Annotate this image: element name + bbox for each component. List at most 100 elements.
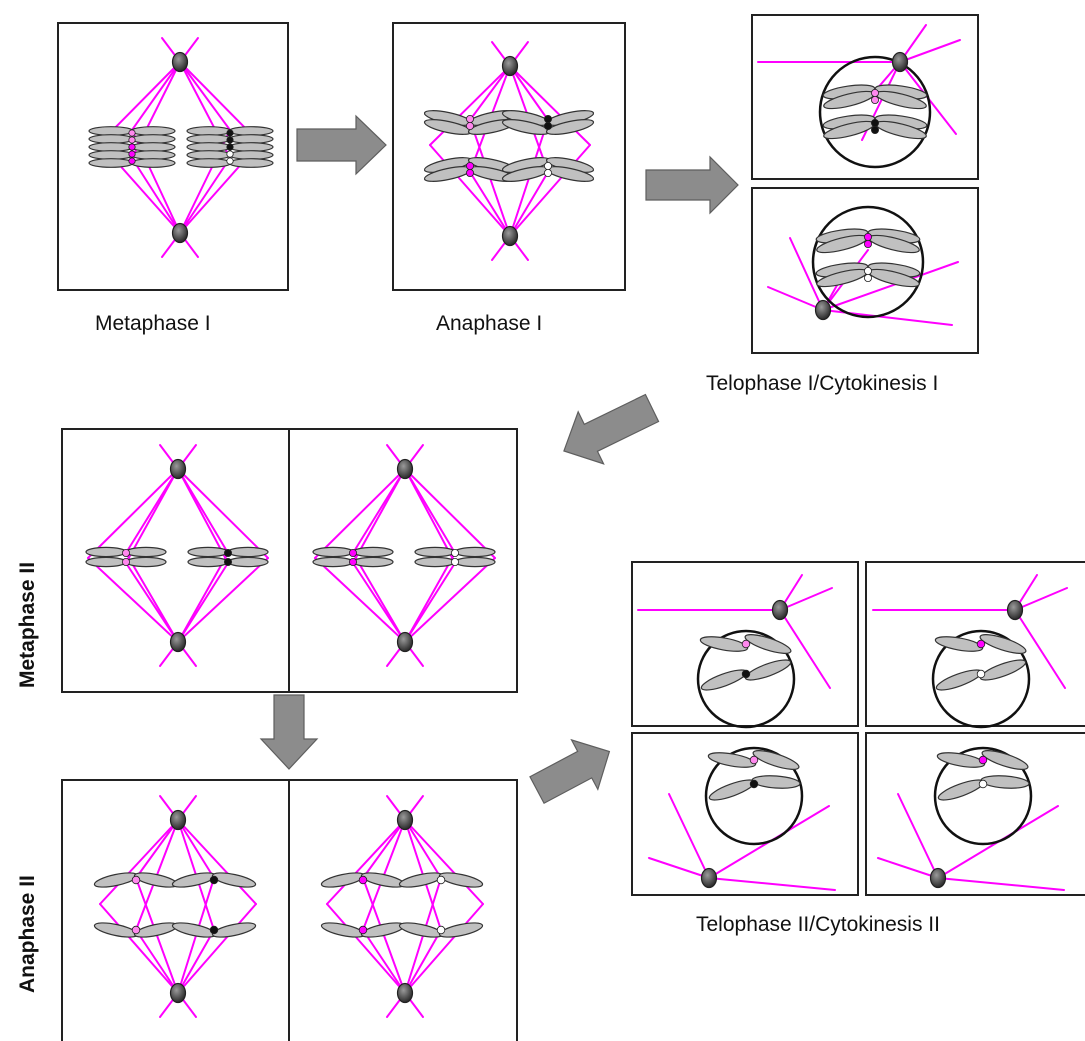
centromere bbox=[131, 925, 141, 935]
label-metaphase-1: Metaphase I bbox=[95, 312, 211, 335]
spindle-pole bbox=[169, 458, 187, 480]
spindle-fiber bbox=[326, 819, 406, 905]
spindle-fiber bbox=[509, 171, 549, 237]
spindle-pole bbox=[169, 982, 187, 1004]
centromere bbox=[978, 779, 988, 789]
chromatid bbox=[934, 636, 984, 652]
chromatid bbox=[186, 134, 232, 144]
spindle-fiber bbox=[362, 929, 406, 994]
spindle-fiber bbox=[177, 819, 215, 879]
chromatid bbox=[88, 126, 134, 136]
arrow-anaphase-2-to-telophase-2 bbox=[529, 738, 611, 805]
centromere bbox=[544, 161, 553, 170]
centromere bbox=[749, 755, 759, 765]
spindle-fiber bbox=[404, 929, 442, 994]
centromere bbox=[741, 669, 751, 679]
spindle-fiber bbox=[352, 562, 406, 643]
spindle-pole bbox=[501, 55, 519, 77]
spindle-fiber bbox=[87, 557, 179, 643]
centromere bbox=[122, 549, 131, 558]
centromere bbox=[976, 639, 986, 649]
chromatid bbox=[312, 546, 354, 558]
spindle-fiber bbox=[131, 157, 181, 234]
spindle-pole bbox=[396, 458, 414, 480]
spindle-fiber bbox=[177, 819, 257, 905]
centromere bbox=[128, 136, 136, 144]
nuclear-envelope bbox=[704, 746, 804, 846]
spindle-fiber bbox=[125, 468, 179, 564]
centromere bbox=[465, 115, 474, 124]
chromatid bbox=[130, 126, 176, 136]
spindle-fiber bbox=[404, 819, 484, 905]
spindle-fiber bbox=[135, 929, 179, 994]
centromere bbox=[864, 232, 873, 241]
nuclear-envelope bbox=[811, 205, 925, 319]
spindle-fiber bbox=[404, 557, 496, 643]
arrow-anaphase-1-to-telophase-1 bbox=[645, 155, 739, 215]
chromatid bbox=[88, 158, 134, 168]
spindle-fiber bbox=[509, 144, 591, 237]
centromere bbox=[978, 755, 988, 765]
spindle-pole bbox=[396, 809, 414, 831]
nuclear-envelope bbox=[931, 629, 1031, 729]
spindle-fiber bbox=[897, 793, 939, 879]
centromere bbox=[226, 157, 234, 165]
spindle-fiber bbox=[1014, 587, 1068, 611]
centromere bbox=[544, 115, 553, 124]
chromatid bbox=[88, 150, 134, 160]
spindle-fiber bbox=[99, 903, 179, 994]
chromatid bbox=[186, 142, 232, 152]
chromatid bbox=[125, 556, 167, 568]
label-telophase-1: Telophase I/Cytokinesis I bbox=[706, 372, 939, 395]
spindle-fiber bbox=[648, 857, 710, 879]
spindle-fiber bbox=[779, 609, 831, 689]
spindle-pole bbox=[771, 599, 789, 621]
arrow-telophase-1-to-metaphase-2 bbox=[563, 393, 660, 465]
centromere bbox=[223, 549, 232, 558]
spindle-fiber bbox=[668, 793, 710, 879]
arrow-metaphase-2-to-anaphase-2 bbox=[259, 694, 319, 770]
chromatid bbox=[227, 546, 269, 558]
spindle-fiber bbox=[362, 819, 406, 879]
spindle-pole bbox=[929, 867, 947, 889]
spindle-fiber bbox=[314, 557, 406, 643]
chromatid bbox=[454, 556, 496, 568]
centromere bbox=[226, 136, 234, 144]
centromere bbox=[122, 558, 131, 567]
chromatid bbox=[88, 134, 134, 144]
spindle-fiber bbox=[509, 65, 591, 146]
spindle-fiber bbox=[125, 562, 179, 643]
chromatid bbox=[85, 556, 127, 568]
centromere bbox=[465, 161, 474, 170]
chromatid bbox=[454, 546, 496, 558]
spindle-pole bbox=[171, 222, 189, 244]
chromatid bbox=[545, 119, 595, 135]
chromatid bbox=[187, 546, 229, 558]
nuclear-envelope bbox=[696, 629, 796, 729]
centromere bbox=[348, 558, 357, 567]
chromatid bbox=[699, 636, 749, 652]
chromatid bbox=[211, 922, 257, 938]
spindle-fiber bbox=[179, 61, 231, 131]
spindle-fiber bbox=[352, 468, 406, 564]
spindle-fiber bbox=[404, 903, 484, 994]
spindle-fiber bbox=[469, 171, 511, 237]
centromere bbox=[209, 875, 219, 885]
chromatid bbox=[979, 634, 1027, 654]
chromatid bbox=[130, 158, 176, 168]
chromatid bbox=[186, 158, 232, 168]
spindle-fiber bbox=[99, 819, 179, 905]
centromere bbox=[871, 126, 880, 135]
chromatid bbox=[228, 126, 274, 136]
chromatid bbox=[228, 142, 274, 152]
spindle-fiber bbox=[87, 468, 179, 559]
spindle-pole bbox=[814, 299, 832, 321]
centromere bbox=[749, 779, 759, 789]
spindle-fiber bbox=[509, 65, 549, 121]
chromatid bbox=[130, 142, 176, 152]
arrow-metaphase-to-anaphase-1 bbox=[296, 114, 387, 176]
chromatid bbox=[981, 750, 1029, 770]
centromere bbox=[450, 558, 459, 567]
spindle-fiber bbox=[1014, 609, 1066, 689]
nuclear-envelope bbox=[818, 55, 932, 169]
